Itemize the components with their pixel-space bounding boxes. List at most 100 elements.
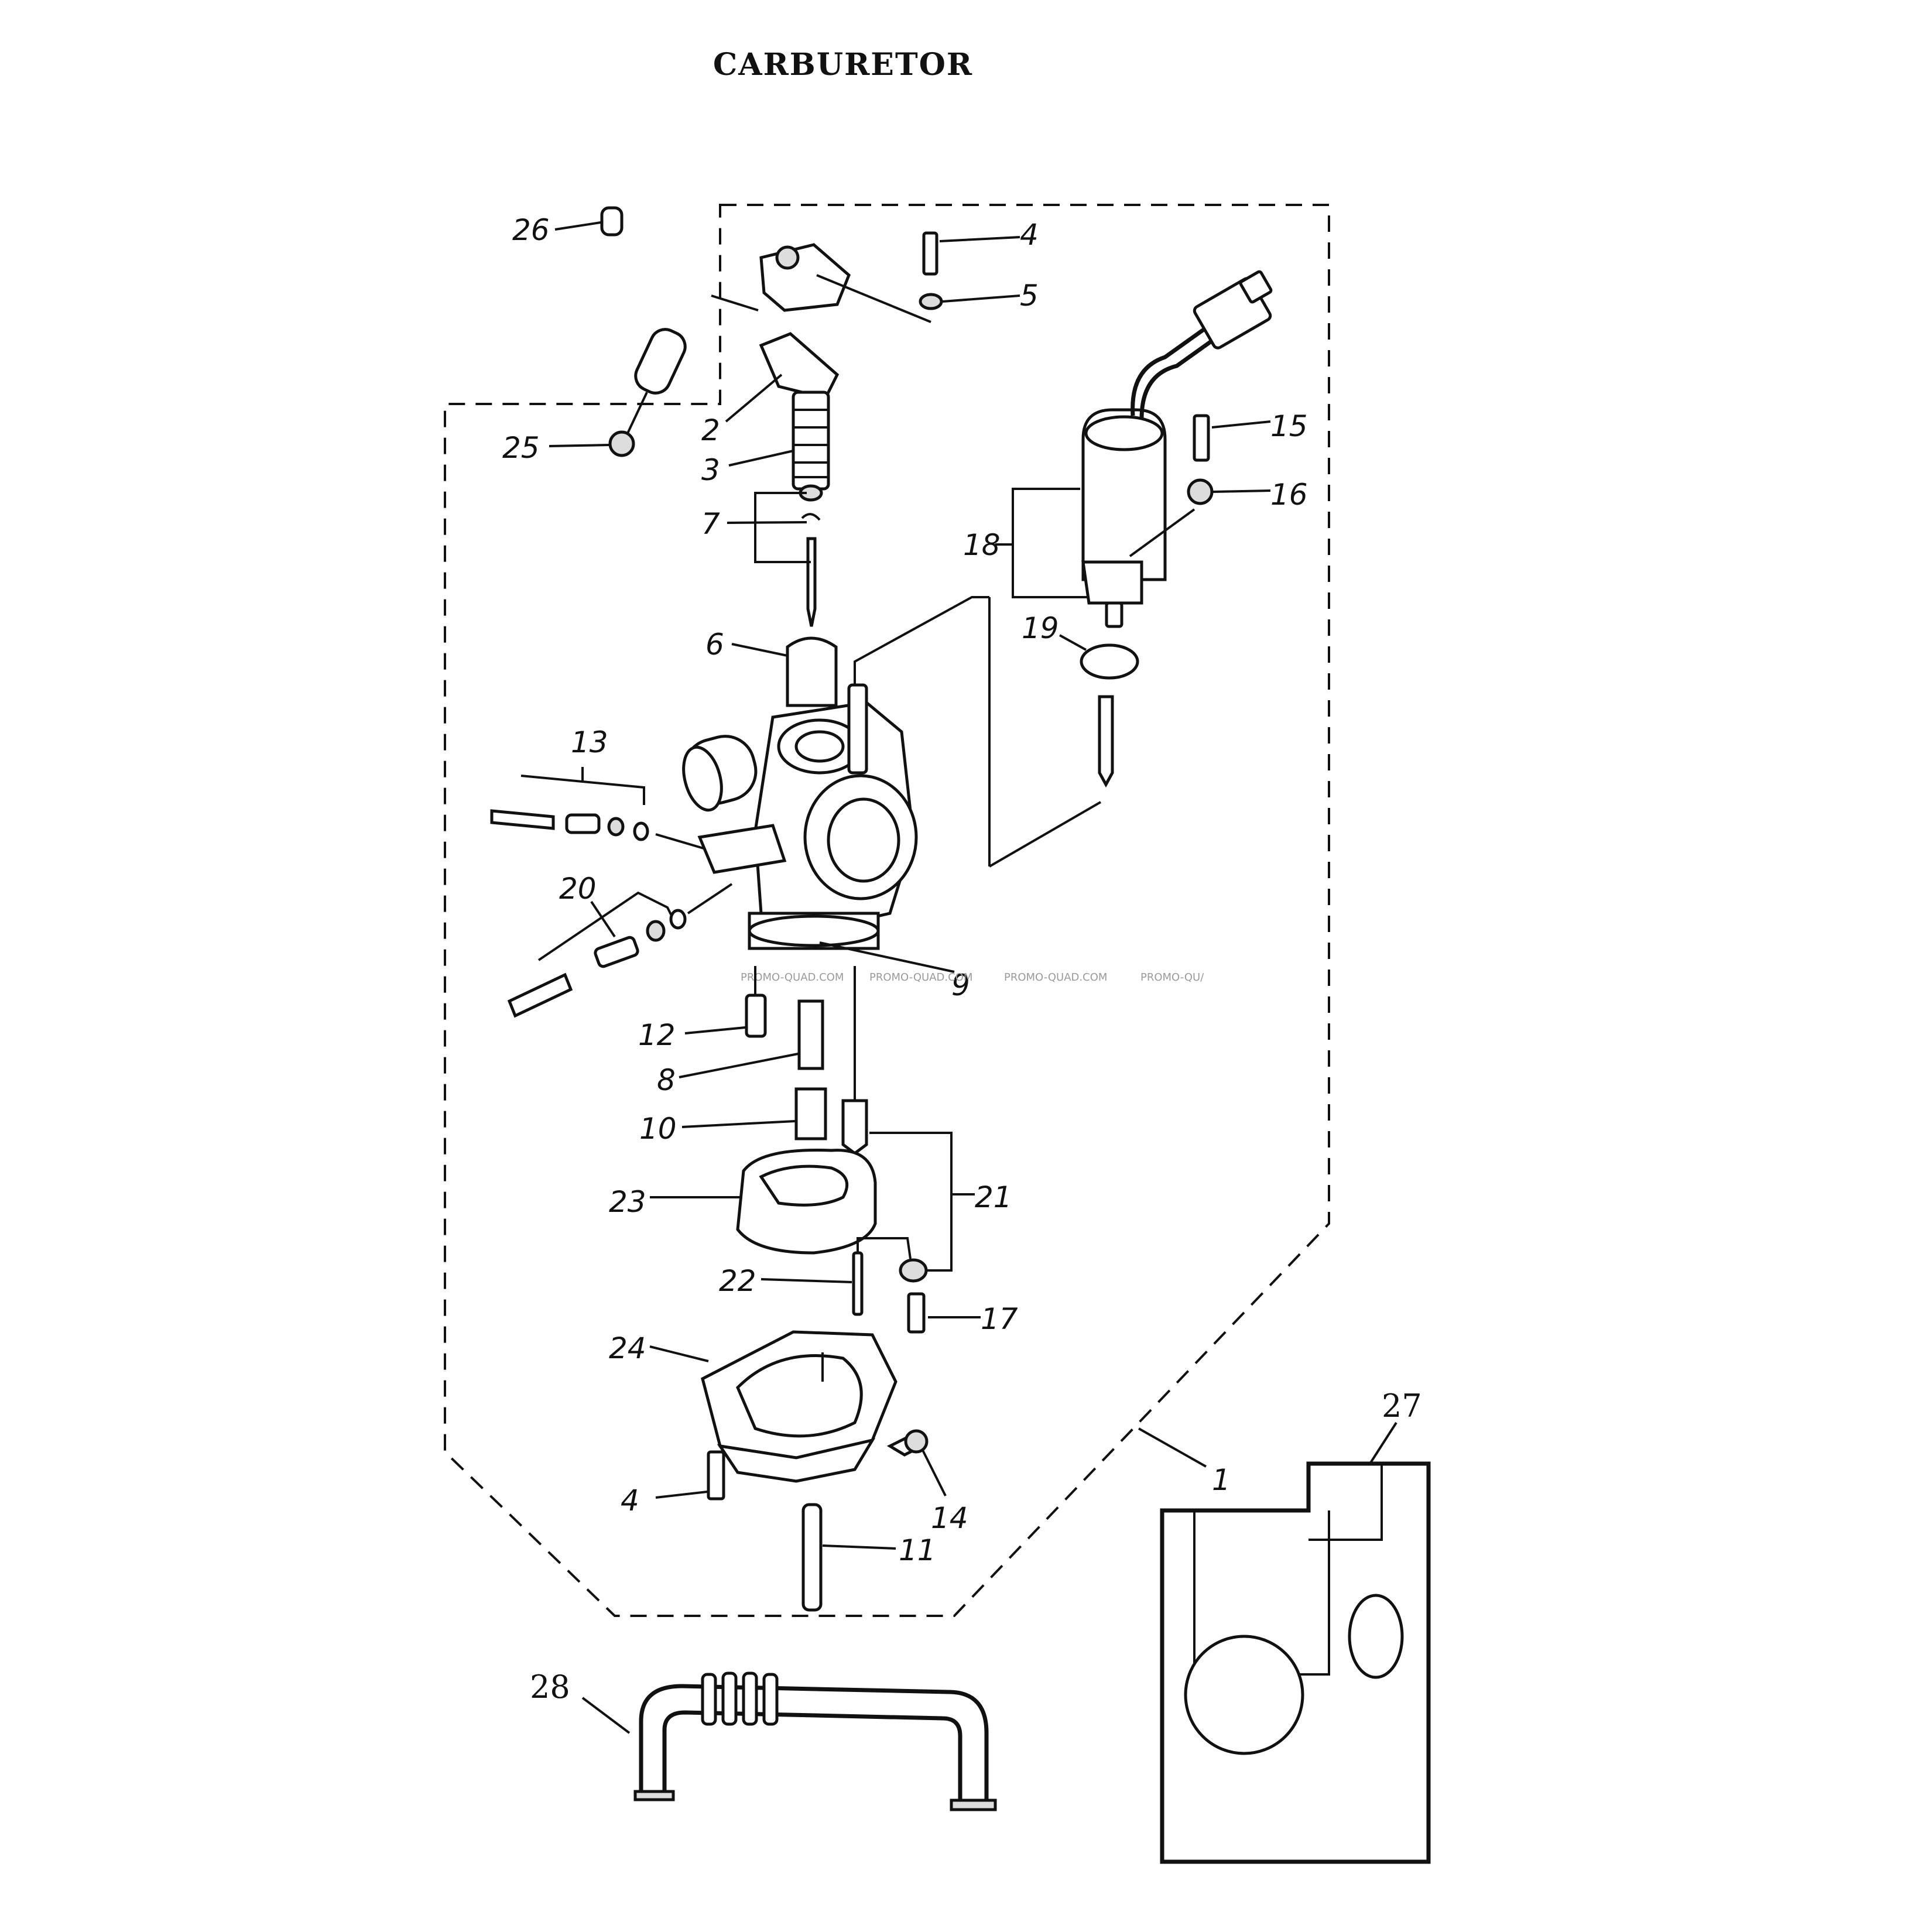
callout-4-top: 4 — [1020, 218, 1039, 252]
leader-2 — [725, 374, 783, 423]
leader-13-to-body — [655, 833, 706, 850]
part-13-o-ring — [633, 821, 649, 841]
part-19-o-ring — [1080, 643, 1139, 680]
part-20-spring — [594, 936, 639, 968]
callout-10: 10 — [639, 1112, 677, 1146]
part-28-intake-hose — [633, 1671, 997, 1811]
leader-24 — [649, 1345, 709, 1362]
callout-17: 17 — [981, 1302, 1018, 1336]
part-26-cap — [600, 206, 624, 237]
bracket-13 — [520, 775, 645, 805]
callout-7: 7 — [701, 507, 720, 541]
callout-25: 25 — [502, 431, 540, 465]
part-4-bolt-top — [922, 231, 938, 276]
part-top-cover — [759, 243, 851, 312]
top-cover-nozzle — [775, 245, 800, 270]
part-20-washer — [646, 920, 666, 942]
leader-16-to-choke — [1129, 508, 1195, 557]
callout-27: 27 — [1382, 1388, 1422, 1424]
part-8-needle-jet — [797, 999, 824, 1070]
part-13-spring — [565, 813, 601, 834]
leader-8 — [679, 1053, 799, 1078]
leader-20-to-body — [687, 883, 733, 914]
part-18-auto-choke — [1081, 270, 1273, 628]
leader-choke-top — [854, 596, 989, 685]
leader-choke-bottom — [988, 801, 1102, 868]
leader-22 — [761, 1278, 852, 1283]
part-5-washer — [919, 293, 943, 310]
part-16-washer — [1187, 478, 1214, 505]
callout-19: 19 — [1022, 611, 1059, 645]
callout-16: 16 — [1270, 478, 1308, 512]
part-15-bolt — [1193, 414, 1210, 462]
part-4-bolt-bottom — [707, 1450, 725, 1501]
leader-26 — [554, 221, 601, 231]
part-20-screw — [507, 972, 573, 1018]
leader-4-bottom — [655, 1491, 708, 1499]
leader-12 — [684, 1026, 746, 1034]
callout-18: 18 — [963, 528, 1001, 562]
callout-1: 1 — [1212, 1463, 1231, 1497]
callout-2: 2 — [701, 413, 720, 447]
bracket-20 — [537, 891, 674, 961]
part-needle — [806, 537, 817, 627]
callout-20: 20 — [559, 872, 597, 906]
callout-11: 11 — [899, 1533, 936, 1567]
part-14-head — [904, 1429, 929, 1454]
part-25-fitting — [608, 430, 635, 457]
leader-3 — [728, 450, 794, 467]
leader-tube — [626, 392, 648, 434]
leader-28 — [581, 1697, 631, 1734]
leader-9 — [819, 941, 955, 973]
part-2-gasket — [759, 332, 840, 400]
leader-25 — [549, 444, 609, 447]
callout-8: 8 — [657, 1063, 676, 1097]
watermark-4: PROMO-QU/ — [1140, 971, 1204, 984]
leader-11 — [822, 1544, 896, 1550]
diagram-title: CARBURETOR — [713, 47, 973, 83]
leader-1 — [1138, 1427, 1207, 1468]
bracket-7 — [754, 492, 811, 563]
callout-26: 26 — [512, 213, 550, 247]
watermark-3: PROMO-QUAD.COM — [1004, 971, 1107, 984]
leader-20 — [590, 900, 616, 938]
callout-13: 13 — [571, 725, 608, 759]
part-6-throttle-slide — [786, 636, 838, 707]
leader-15 — [1211, 420, 1271, 429]
callout-21: 21 — [975, 1180, 1012, 1214]
leader-10 — [681, 1120, 796, 1128]
part-24-float-bowl — [701, 1330, 898, 1483]
callout-5: 5 — [1020, 279, 1039, 313]
part-25-tube — [634, 328, 687, 395]
leader-27 — [1369, 1421, 1397, 1465]
part-7-clip — [801, 513, 821, 521]
watermark-1: PROMO-QUAD.COM — [741, 971, 844, 984]
part-12-jet — [745, 994, 767, 1038]
part-20-o-ring — [669, 909, 687, 930]
leader-14 — [921, 1448, 947, 1496]
callout-12: 12 — [638, 1018, 676, 1052]
watermark-2: PROMO-QUAD.COM — [869, 971, 972, 984]
callout-28: 28 — [530, 1669, 570, 1705]
leader-top-cover — [711, 294, 759, 311]
leader-19 — [1059, 634, 1087, 651]
part-22-float-pin — [852, 1251, 864, 1316]
callout-14: 14 — [931, 1501, 968, 1535]
callout-6: 6 — [705, 628, 724, 662]
carburetor-body — [682, 683, 918, 950]
leader-5 — [942, 294, 1020, 303]
part-10-main-jet — [794, 1087, 827, 1140]
part-27-gasket — [1160, 1461, 1431, 1864]
part-21-float-valve — [841, 1099, 868, 1156]
part-21-clip — [899, 1258, 928, 1283]
callout-15: 15 — [1270, 409, 1308, 443]
bracket-21 — [869, 1132, 953, 1272]
part-choke-plunger — [1098, 695, 1114, 788]
leader-16 — [1212, 489, 1271, 493]
bracket-18 — [1012, 488, 1089, 598]
part-11-drain-tube — [801, 1503, 823, 1612]
part-23-float — [736, 1148, 877, 1255]
callout-9: 9 — [951, 968, 970, 1002]
leader-7 — [727, 521, 807, 524]
